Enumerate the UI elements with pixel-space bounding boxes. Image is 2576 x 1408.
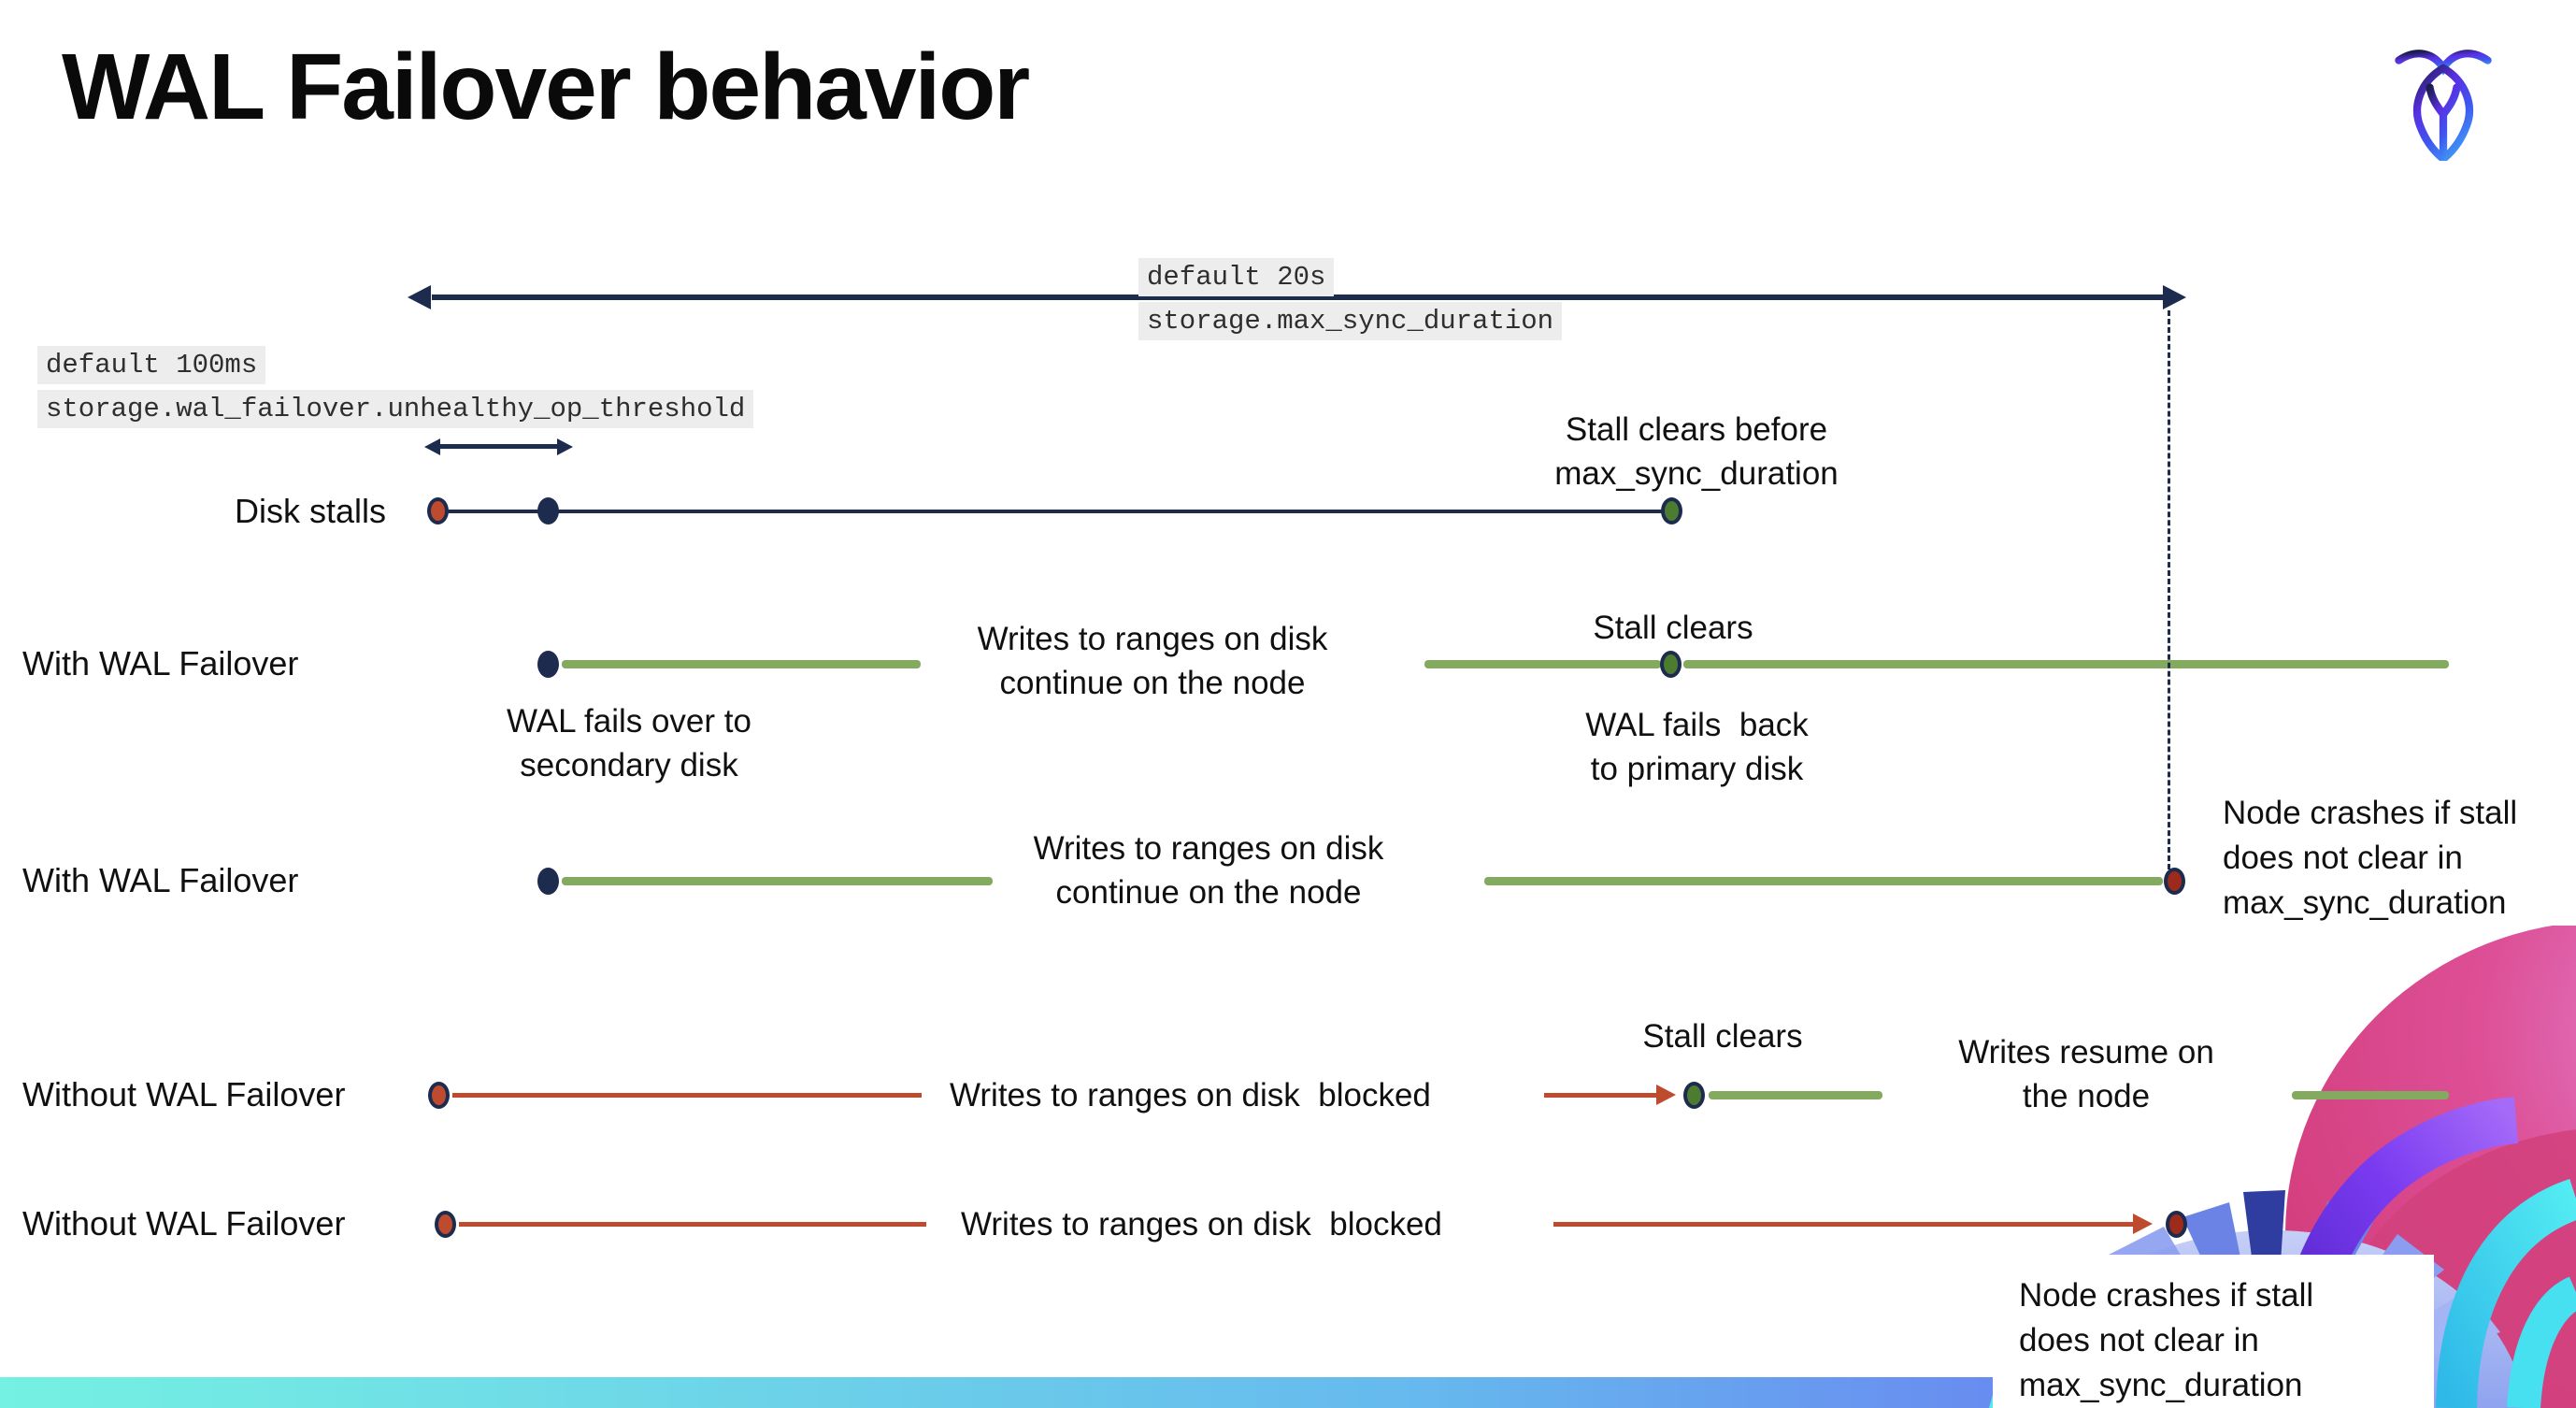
writes-continue-note: Writes to ranges on disk continue on the… <box>977 621 1328 701</box>
stall-start-dot <box>428 1082 450 1109</box>
threshold-arrow-line <box>439 444 557 449</box>
row-label-with-wal-failover: With WAL Failover <box>22 861 299 899</box>
disk-stall-timeline-line <box>438 510 1672 513</box>
writes-blocked-line <box>452 1093 922 1098</box>
node-crash-note: Node crashes if stall does not clear in … <box>2223 795 2518 921</box>
row-label-without-wal-failover: Without WAL Failover <box>22 1204 346 1243</box>
red-arrowhead-icon <box>1656 1085 1676 1105</box>
writes-continue-line <box>1683 660 2449 668</box>
node-crash-dot <box>2164 868 2185 895</box>
stall-clears-before-note: Stall clears before max_sync_duration <box>1554 411 1839 492</box>
row-label-disk-stalls: Disk stalls <box>234 492 386 530</box>
stall-clear-dot <box>1683 1082 1705 1109</box>
stall-start-dot <box>427 497 449 524</box>
failback-to-primary-note: WAL fails back to primary disk <box>1585 707 1809 787</box>
max-sync-duration-arrow-line <box>432 295 2163 300</box>
writes-blocked-line <box>1553 1222 2135 1227</box>
setting-default-badge: default 20s <box>1138 258 1335 296</box>
failover-dot <box>537 651 559 678</box>
threshold-crossed-dot <box>537 497 559 524</box>
max-sync-deadline-dashed-line <box>2168 310 2170 869</box>
writes-continue-line <box>562 877 993 885</box>
threshold-setting-labels: default 100ms storage.wal_failover.unhea… <box>37 346 754 428</box>
node-crash-callout-box: Node crashes if stall does not clear in … <box>1993 1255 2434 1408</box>
stall-clears-note: Stall clears <box>1642 1018 1803 1055</box>
failover-dot <box>537 868 559 895</box>
page-title: WAL Failover behavior <box>62 35 1030 139</box>
writes-blocked-note: Writes to ranges on disk blocked <box>950 1077 1431 1113</box>
setting-name-badge: storage.max_sync_duration <box>1138 302 1563 340</box>
stall-clear-dot <box>1660 651 1682 678</box>
writes-blocked-note: Writes to ranges on disk blocked <box>961 1206 1442 1243</box>
stall-clear-dot <box>1661 497 1682 524</box>
max-sync-setting-labels: default 20s storage.max_sync_duration <box>1138 258 1563 340</box>
arrowhead-left-icon <box>408 285 431 309</box>
cockroachdb-logo-icon <box>2395 50 2492 161</box>
writes-blocked-line <box>1544 1093 1658 1098</box>
stall-start-dot <box>435 1211 456 1238</box>
stall-clears-note: Stall clears <box>1593 610 1753 646</box>
setting-default-badge: default 100ms <box>37 346 266 384</box>
writes-continue-line <box>1424 660 1661 668</box>
arrowhead-right-icon <box>2163 285 2186 309</box>
writes-resume-note: Writes resume on the node <box>1958 1034 2214 1114</box>
row-label-without-wal-failover: Without WAL Failover <box>22 1075 346 1113</box>
writes-continue-note: Writes to ranges on disk continue on the… <box>1033 830 1384 911</box>
writes-resume-line <box>1709 1091 1882 1099</box>
writes-resume-line <box>2292 1091 2449 1099</box>
writes-continue-line <box>1484 877 2163 885</box>
node-crash-note: Node crashes if stall does not clear in … <box>2019 1277 2314 1403</box>
arrowhead-left-icon <box>424 438 440 455</box>
arrowhead-right-icon <box>557 438 573 455</box>
failover-to-secondary-note: WAL fails over to secondary disk <box>507 703 751 783</box>
row-label-with-wal-failover: With WAL Failover <box>22 644 299 682</box>
red-arrowhead-icon <box>2133 1214 2153 1234</box>
node-crash-dot <box>2166 1211 2187 1238</box>
writes-continue-line <box>562 660 921 668</box>
setting-name-badge: storage.wal_failover.unhealthy_op_thresh… <box>37 390 754 428</box>
writes-blocked-line <box>459 1222 926 1227</box>
